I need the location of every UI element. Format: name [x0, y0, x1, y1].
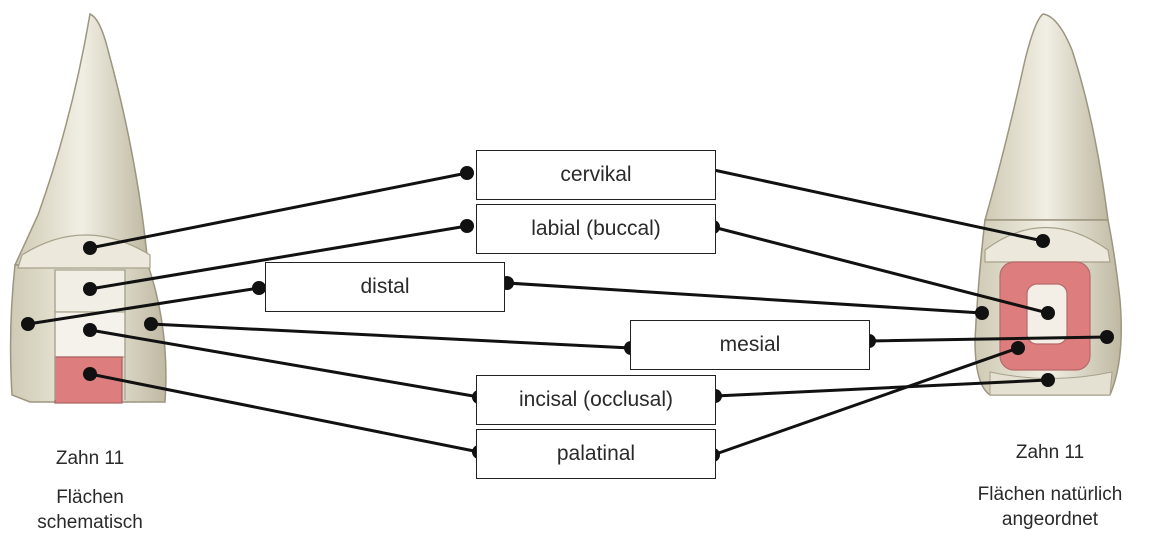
- term-label-incisal: incisal (occlusal): [518, 388, 674, 411]
- dot-right-cervical: [1036, 234, 1050, 248]
- connector-cervical-left: [88, 171, 469, 250]
- left-caption-line1: Flächen: [56, 487, 124, 508]
- dot-left-palatinal: [83, 367, 97, 381]
- dot-left-cervical: [83, 241, 97, 255]
- left-tooth-schematic: [9, 12, 167, 404]
- term-label-labial: labial (buccal): [531, 217, 661, 240]
- connector-distal-left: [26, 286, 261, 326]
- term-box-cervical: cervikal: [476, 150, 716, 200]
- connector-palatinal-left: [88, 372, 481, 454]
- term-label-palatinal: palatinal: [556, 442, 636, 465]
- connector-lines: [26, 167, 1109, 457]
- right-caption-title: Zahn 11: [1015, 442, 1085, 463]
- left-tooth-root: [13, 12, 149, 266]
- dot-labial-box-left: [460, 219, 474, 233]
- dot-right-incisal: [1041, 373, 1055, 387]
- term-box-incisal: incisal (occlusal): [476, 375, 716, 425]
- term-label-cervical: cervikal: [560, 163, 632, 186]
- connector-distal-right: [505, 281, 984, 315]
- connector-incisal-left: [88, 328, 481, 399]
- connector-incisal-right: [713, 378, 1050, 398]
- term-box-distal: distal: [265, 262, 505, 312]
- left-caption-title: Zahn 11: [55, 448, 125, 469]
- dot-cervical-box-left: [460, 166, 474, 180]
- right-caption: Zahn 11 Flächen natürlich angeordnet: [950, 440, 1150, 532]
- dot-right-palatinal: [1011, 341, 1025, 355]
- dot-left-labial: [83, 282, 97, 296]
- connector-palatinal-right: [711, 346, 1020, 457]
- dot-distal-box-left: [252, 281, 266, 295]
- connector-labial-left: [88, 224, 469, 291]
- right-caption-line1: Flächen natürlich: [977, 484, 1123, 505]
- connector-cervical-right: [707, 167, 1045, 243]
- right-tooth-root: [984, 13, 1109, 221]
- term-box-palatinal: palatinal: [476, 429, 716, 479]
- term-label-mesial: mesial: [719, 333, 781, 356]
- right-caption-line2: angeordnet: [1001, 509, 1099, 530]
- connector-mesial-left: [149, 322, 633, 350]
- dot-left-mesial: [144, 317, 158, 331]
- dot-left-incisal: [83, 323, 97, 337]
- dot-right-labial: [1041, 306, 1055, 320]
- left-caption-line2: schematisch: [37, 512, 143, 533]
- dot-right-distal: [975, 306, 989, 320]
- dot-left-distal: [21, 317, 35, 331]
- left-caption: Zahn 11 Flächen schematisch: [0, 446, 180, 535]
- dot-right-mesial: [1100, 330, 1114, 344]
- connector-labial-right: [711, 225, 1050, 315]
- term-box-labial: labial (buccal): [476, 204, 716, 254]
- term-box-mesial: mesial: [630, 320, 870, 370]
- term-label-distal: distal: [360, 275, 410, 298]
- connector-mesial-right: [867, 335, 1109, 343]
